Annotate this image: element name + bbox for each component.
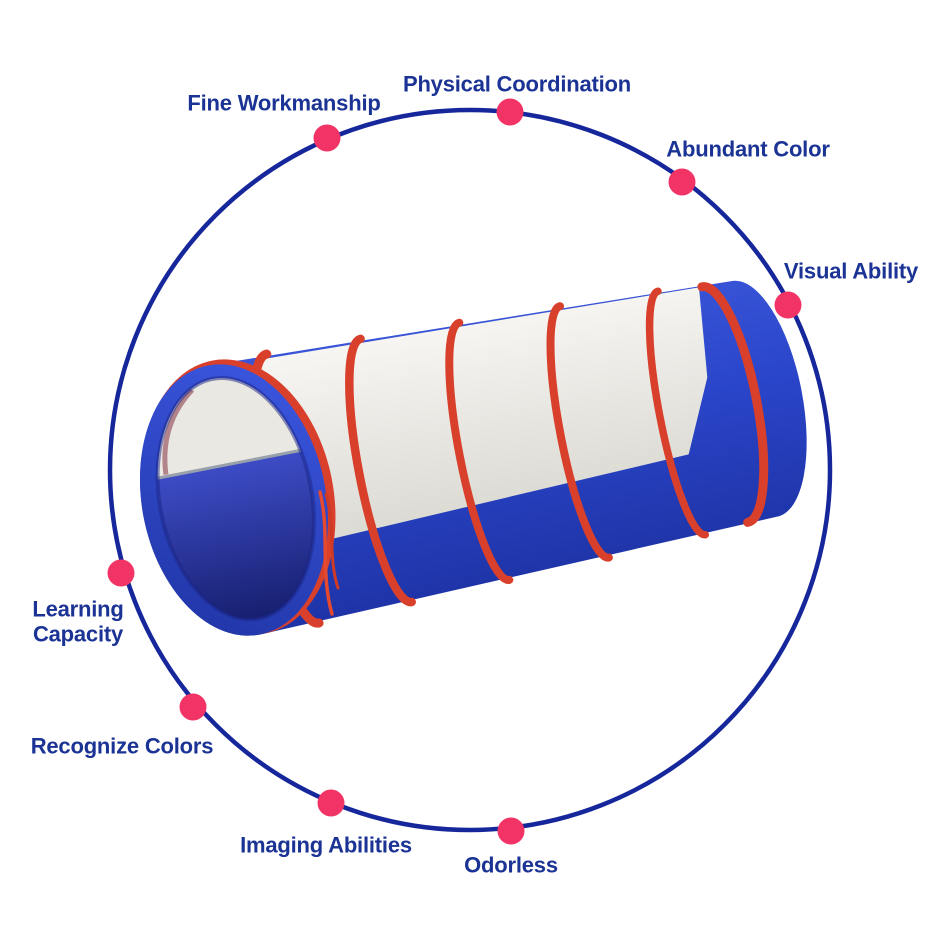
tunnel-hoop-4: [546, 302, 613, 562]
feature-label-learning-capacity: Learning Capacity: [32, 596, 124, 646]
feature-label-visual-ability: Visual Ability: [783, 258, 919, 284]
feature-dot-learning-capacity: [107, 559, 135, 587]
feature-label-imaging-abilities: Imaging Abilities: [240, 832, 412, 858]
feature-label-abundant-color: Abundant Color: [666, 136, 830, 162]
tunnel-rear-trim: [697, 282, 769, 527]
tunnel-hoop-5: [645, 287, 710, 539]
tunnel-tie-2: [324, 492, 340, 590]
feature-dot-visual-ability: [774, 291, 802, 319]
feature-label-fine-workmanship: Fine Workmanship: [187, 90, 381, 116]
play-tunnel-illustration: [137, 280, 807, 636]
tunnel-hoop-3: [445, 318, 514, 584]
tunnel-mesh-panel: [254, 287, 708, 546]
feature-label-odorless: Odorless: [464, 852, 558, 878]
feature-dot-fine-workmanship: [313, 124, 341, 152]
feature-dot-odorless: [497, 817, 525, 845]
feature-dot-abundant-color: [668, 168, 696, 196]
feature-dot-recognize-colors: [179, 693, 207, 721]
feature-label-physical-coordination: Physical Coordination: [402, 71, 632, 97]
feature-label-recognize-colors: Recognize Colors: [30, 733, 214, 759]
feature-circle: [107, 107, 833, 833]
feature-dot-imaging-abilities: [317, 789, 345, 817]
tunnel-hoop-2: [345, 334, 416, 607]
tunnel-rim-inner-shadow: [155, 376, 316, 622]
feature-dot-physical-coordination: [496, 98, 524, 126]
tunnel-tie-1: [318, 490, 334, 616]
